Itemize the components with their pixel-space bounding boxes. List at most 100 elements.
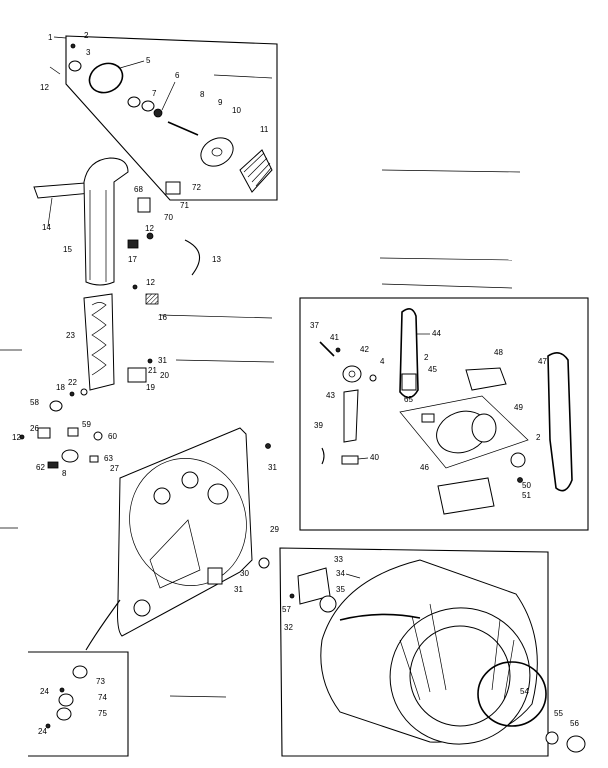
part-65-switch [421, 413, 435, 423]
label-44: 44 [432, 329, 441, 338]
blower-panel-ref-line [213, 74, 273, 79]
part-12c-screw [132, 284, 138, 290]
part-3-nut [68, 60, 82, 72]
label-68: 68 [134, 185, 143, 194]
part-4-washer [369, 374, 377, 382]
label-31a: 31 [158, 356, 167, 365]
label-49: 49 [514, 403, 523, 412]
bulkhead-hole-1 [153, 487, 171, 505]
part-30-bearing [258, 557, 270, 569]
part-56-foot [566, 735, 586, 753]
part-24a-screw [59, 687, 65, 693]
duct-assembly-group [33, 157, 273, 319]
label-14: 14 [42, 223, 51, 232]
label-33: 33 [334, 555, 343, 564]
label-34a: 34 [336, 569, 345, 578]
label-26: 26 [30, 424, 39, 433]
part-8b-disc [61, 449, 79, 463]
part-57-screw [289, 593, 295, 599]
label-75: 75 [98, 709, 107, 718]
part-58-cap [49, 400, 63, 412]
part-31a-screw [147, 358, 153, 364]
label-2: 2 [84, 31, 89, 40]
drum-front-opening [409, 625, 511, 727]
label-70: 70 [164, 213, 173, 222]
drum-panel-group [258, 547, 586, 757]
part-54-seal [477, 661, 547, 727]
inset-parts-group [28, 651, 227, 757]
part-5-seal-ring [88, 62, 124, 94]
label-10: 10 [232, 106, 241, 115]
part-40-clip [341, 455, 359, 465]
part-2-screw [70, 43, 76, 49]
label-31b: 31 [268, 463, 277, 472]
bulkhead-callouts: 27 31 [110, 463, 277, 473]
part-74-bushing [58, 693, 74, 707]
label-63: 63 [104, 454, 113, 463]
label-12c: 12 [146, 278, 155, 287]
label-1: 1 [48, 33, 53, 42]
inset-outline [28, 651, 129, 757]
label-21: 21 [148, 366, 157, 375]
label-20: 20 [160, 371, 169, 380]
label-8b: 8 [62, 469, 67, 478]
part-46-motor-base [437, 477, 495, 515]
part-13-wire-harness [184, 239, 201, 276]
duct-ref-line [159, 314, 273, 319]
part-42-idler-pulley [342, 365, 362, 383]
part-6-washer [153, 108, 163, 118]
label-74: 74 [98, 693, 107, 702]
label-42: 42 [360, 345, 369, 354]
part-8-shaft [167, 121, 199, 136]
label-57: 57 [282, 605, 291, 614]
label-41: 41 [330, 333, 339, 342]
part-11-blades [243, 152, 272, 187]
label-19: 19 [146, 383, 155, 392]
label-13: 13 [212, 255, 221, 264]
label-46: 46 [420, 463, 429, 472]
part-31b-bracket [207, 567, 223, 585]
bulkhead-hole-2 [181, 471, 199, 489]
label-59: 59 [82, 420, 91, 429]
part-24b-screw [45, 723, 51, 729]
valve-callouts: 58 26 12 59 60 62 8 63 [12, 398, 117, 478]
label-31c: 31 [234, 585, 243, 594]
label-73: 73 [96, 677, 105, 686]
label-65: 65 [404, 395, 413, 404]
blower-panel-outline [65, 35, 278, 201]
label-30: 30 [240, 569, 249, 578]
part-16-clip [145, 293, 159, 305]
label-24a: 24 [40, 687, 49, 696]
part-62-clip [47, 461, 59, 469]
part-10-hub [211, 147, 223, 157]
part-48-motor-mount [465, 367, 507, 391]
bulkhead-hole-3 [207, 483, 229, 505]
part-12b-screw [146, 232, 154, 240]
part-10-impeller-plate [200, 137, 234, 167]
label-40: 40 [370, 453, 379, 462]
part-23-heater-coil [91, 302, 107, 376]
label-35: 35 [336, 585, 345, 594]
heater-ref-line [175, 359, 275, 363]
label-39: 39 [314, 421, 323, 430]
label-55: 55 [554, 709, 563, 718]
label-43: 43 [326, 391, 335, 400]
label-47: 47 [538, 357, 547, 366]
label-3: 3 [86, 48, 91, 57]
label-15: 15 [63, 245, 72, 254]
label-60: 60 [108, 432, 117, 441]
label-8: 8 [200, 90, 205, 99]
bulkhead-drum-opening [129, 458, 247, 586]
drum-panel-outline [279, 547, 549, 757]
part-45-idler-arm [401, 373, 417, 391]
part-23-heater-housing [83, 293, 115, 391]
motor-platform-outline [399, 395, 529, 469]
label-22: 22 [68, 378, 77, 387]
label-50: 50 [522, 481, 531, 490]
heater-callouts: 23 31 21 20 19 22 18 [56, 331, 169, 392]
label-23: 23 [66, 331, 75, 340]
part-73-bushing [72, 665, 88, 679]
motor-panel-outline [299, 297, 589, 531]
part-2c-pulley [510, 452, 526, 468]
